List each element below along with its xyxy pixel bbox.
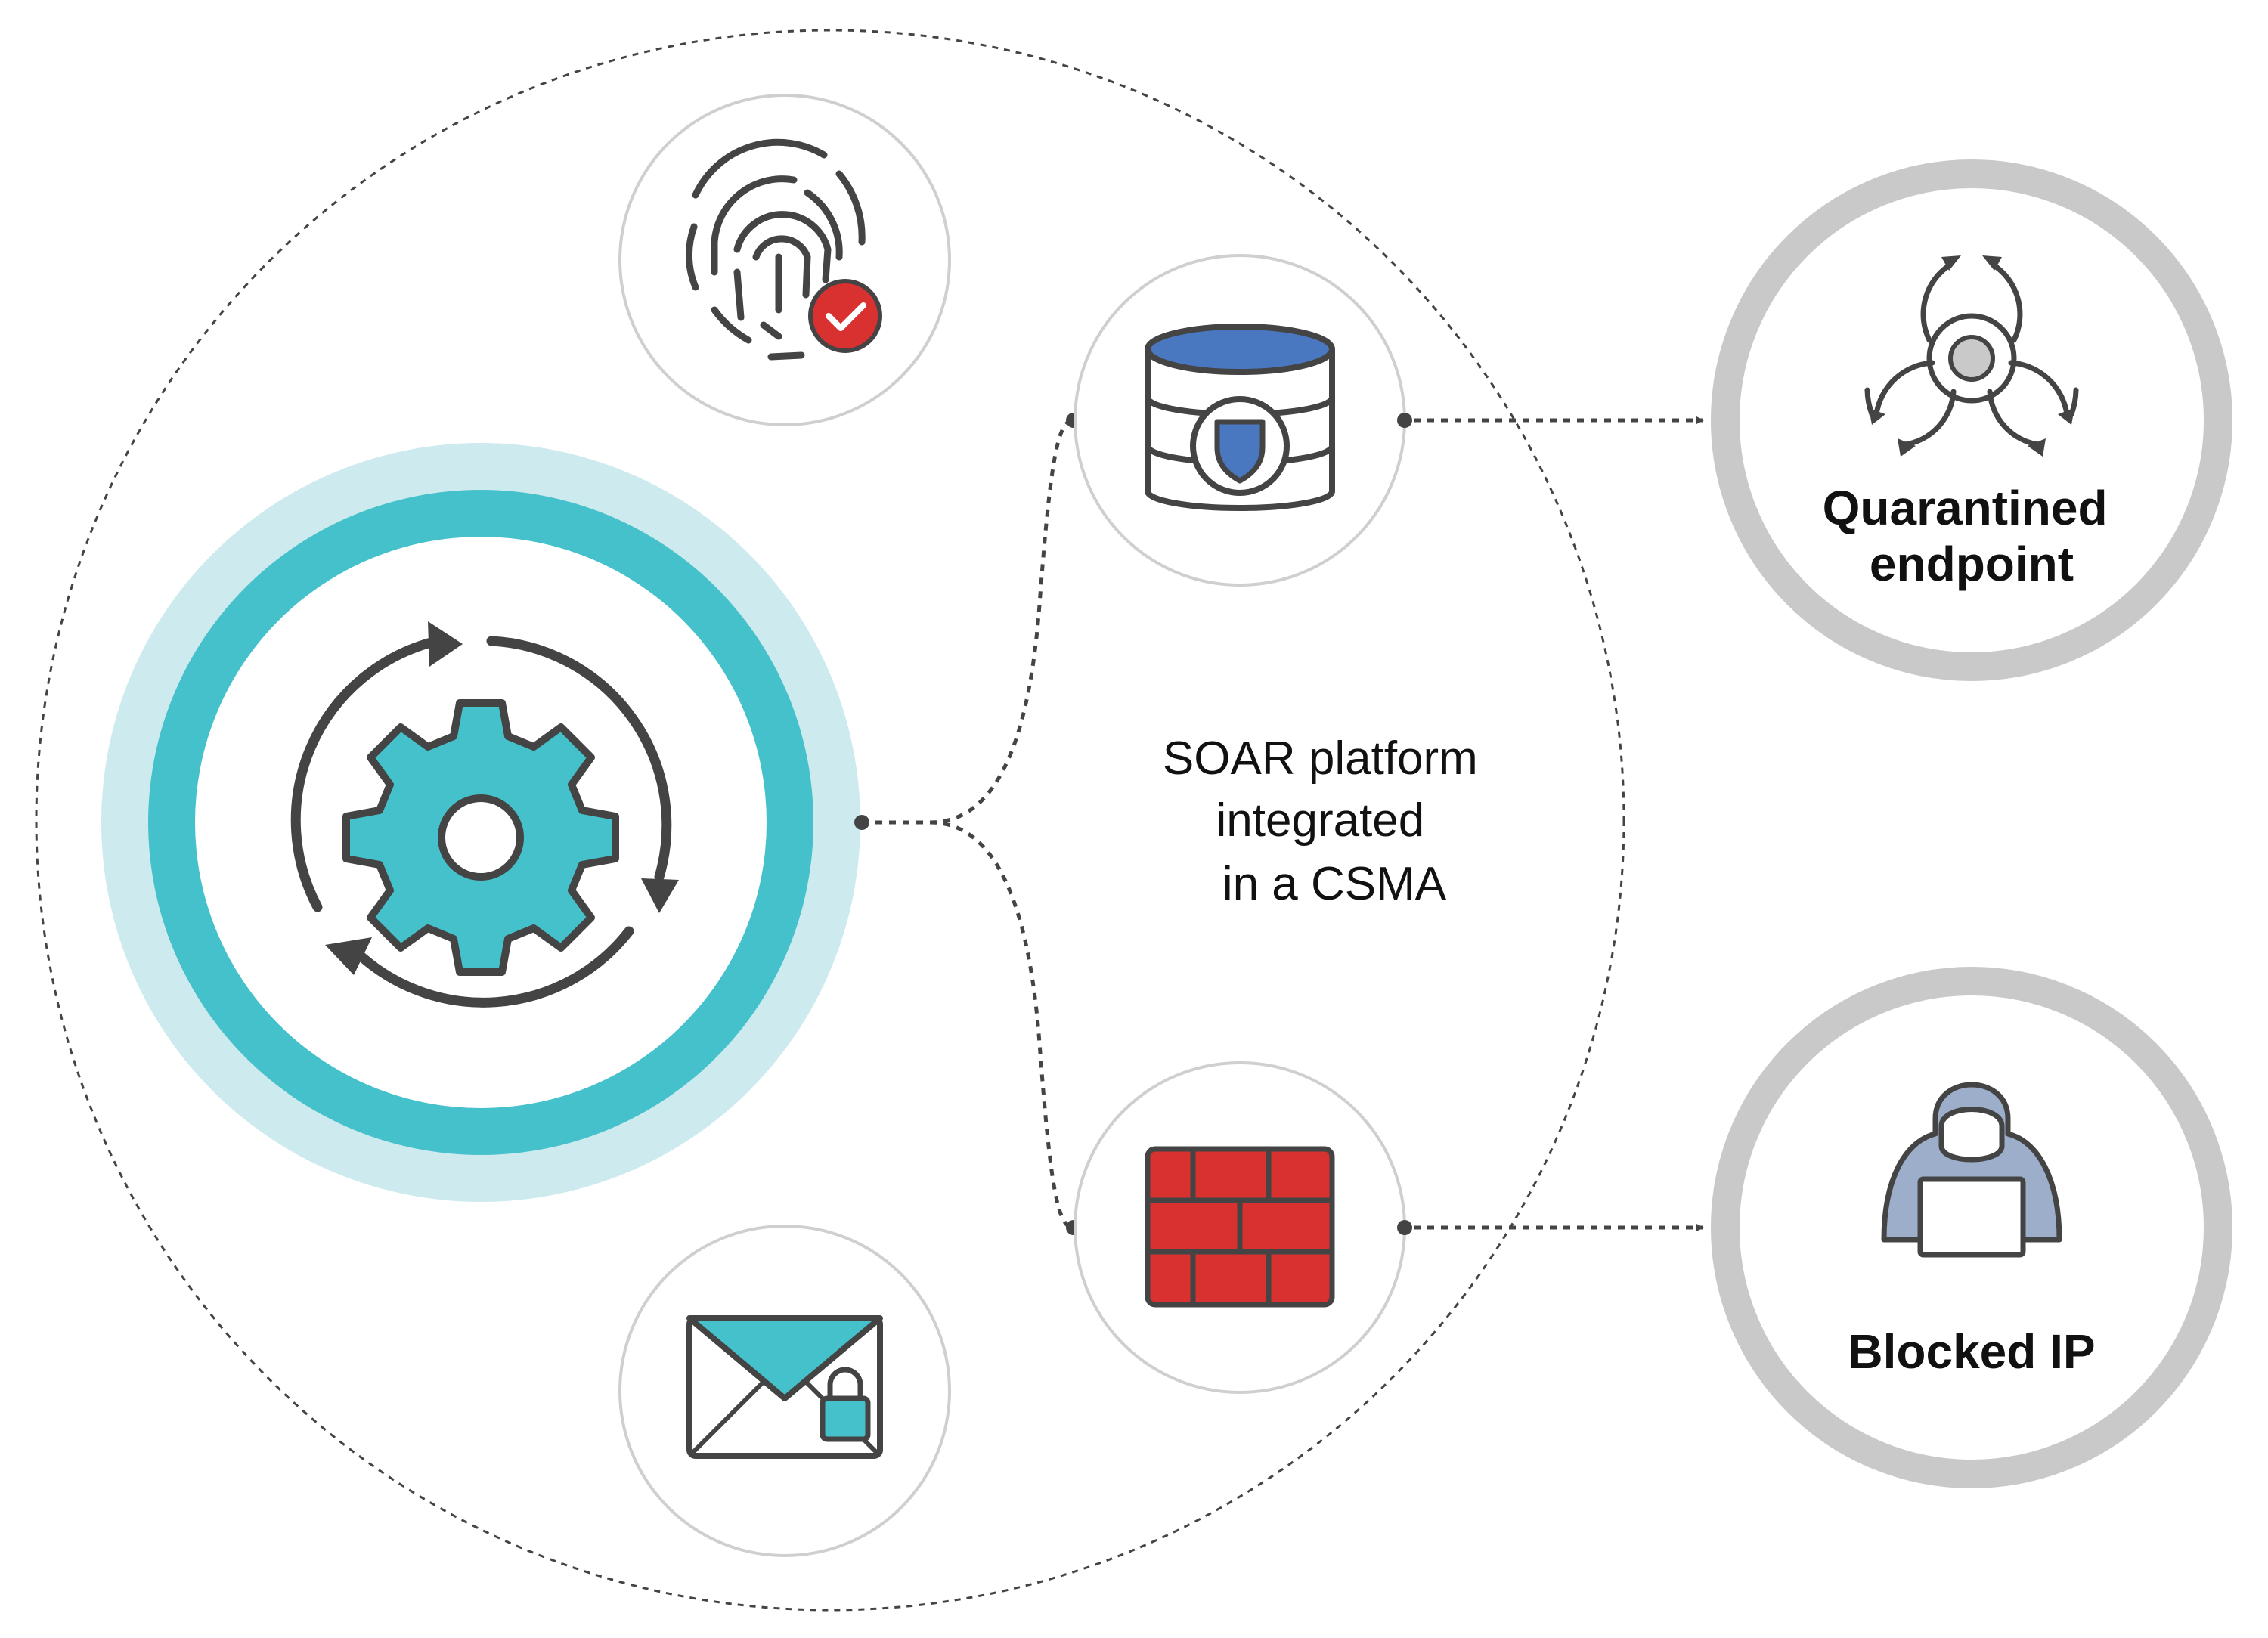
blocked-label: Blocked IP: [1848, 1324, 2095, 1379]
firewall-node: [1074, 1061, 1406, 1394]
blocked-ip-node: Blocked IP: [1711, 967, 2232, 1488]
secure-database-icon: [1145, 324, 1335, 511]
soar-label: SOAR platform integrated in a CSMA: [1163, 732, 1491, 910]
locked-email-icon: [686, 1315, 883, 1459]
identity-node: [618, 94, 951, 426]
database-node: [1074, 254, 1406, 587]
quarantined-label: Quarantined endpoint: [1823, 481, 2121, 591]
automation-hub: [101, 443, 860, 1202]
gear-cycle-icon: [290, 621, 679, 1008]
fingerprint-check-icon: [685, 138, 866, 361]
csma-boundary: [35, 29, 1625, 1612]
outcome-arrows: [1397, 413, 1704, 1235]
firewall-icon: [1145, 1146, 1335, 1308]
biohazard-icon: [1864, 262, 2079, 447]
hub-connectors: [862, 418, 1074, 1230]
quarantined-endpoint-node: Quarantined endpoint: [1711, 159, 2232, 681]
email-node: [618, 1225, 951, 1557]
hacker-icon: [1881, 1082, 2062, 1258]
